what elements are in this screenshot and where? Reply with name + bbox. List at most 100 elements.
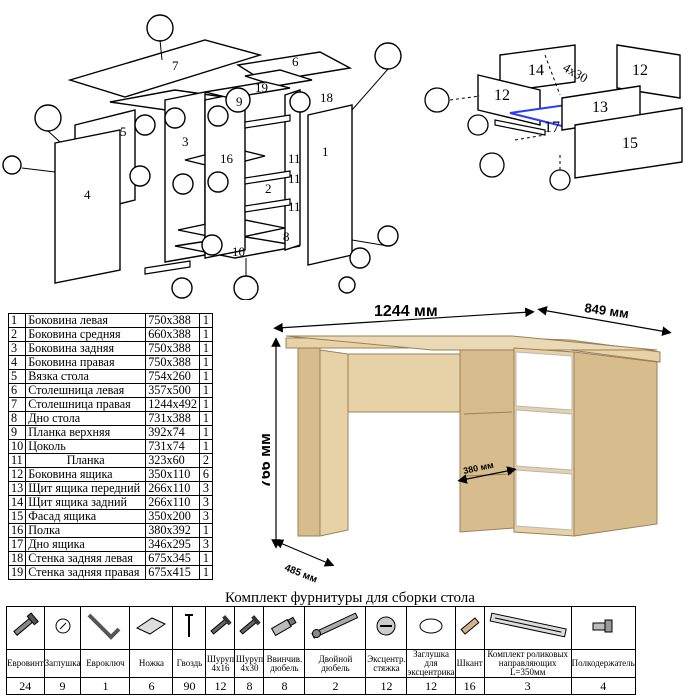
hardware-qty: 4 [570,677,636,695]
desk-pedestal-shelf-unit [459,349,515,533]
desk-top-surface [285,335,658,351]
parts-cell-size: 675x415 [145,565,200,580]
parts-cell-n: 13 [7,481,27,496]
parts-cell-size: 350x110 [145,467,200,482]
nail-icon [172,606,207,650]
drawer-panel-15 [574,107,683,179]
screw-icon [234,606,265,650]
desk-drawer-3 [515,469,573,531]
label-8: 8 [283,229,290,244]
panel-1 [307,104,353,266]
label-11c: 11 [288,199,301,214]
parts-cell-size: 266x110 [145,495,200,510]
shelf-support-icon [570,606,636,650]
panel-18 [284,89,301,251]
parts-cell-n: 10 [7,439,27,454]
parts-cell-qty: 1 [198,397,213,412]
dim-width-label: 1244 мм [374,303,438,320]
dim-line-width [273,307,535,333]
hardware-qty: 2 [304,677,367,695]
label-19: 19 [255,80,268,95]
parts-cell-qty: 1 [198,341,213,356]
exploded-assembly-drawing: 1 2 3 4 5 6 7 8 9 10 11 11 11 16 18 19 1… [2,14,683,300]
hardware-qty: 24 [6,677,45,695]
parts-cell-n: 11 [7,453,27,468]
label-11a: 11 [288,151,301,166]
parts-cell-size: 380x392 [145,523,200,538]
drawer-guide-lines [449,54,561,175]
parts-cell-name: Столешница левая [25,383,147,398]
parts-cell-size: 750x388 [145,341,200,356]
hardware-name: Двойной дюбель [304,649,367,678]
hardware-name: Заглушка для эксцентрика [406,649,456,678]
foot-icon [129,606,174,650]
parts-cell-name: Щит ящика задний [25,495,147,510]
panel-4 [54,129,121,284]
label-6: 6 [292,54,299,69]
hardware-qty: 9 [43,677,82,695]
parts-cell-n: 5 [7,369,27,384]
drawer-slide-icon [483,606,572,650]
parts-cell-qty: 1 [198,327,213,342]
parts-cell-qty: 1 [198,313,213,328]
parts-cell-size: 1244x492 [145,397,200,412]
hardware-name: Комплект роликовых направляющих L=350мм [483,649,572,678]
parts-cell-name: Боковина ящика [25,467,147,482]
parts-cell-n: 12 [7,467,27,482]
hardware-name: Ножка [129,649,174,678]
hardware-name: Заглушка [43,649,82,678]
parts-cell-size: 675x345 [145,551,200,566]
parts-cell-n: 6 [7,383,27,398]
parts-cell-n: 18 [7,551,27,566]
dim-line-depth-bottom [273,539,335,567]
label-12-right: 12 [632,62,648,79]
parts-cell-qty: 1 [198,425,213,440]
hardware-title: Комплект фурнитуры для сборки стола [225,590,475,606]
label-13: 13 [592,99,608,116]
parts-cell-qty: 3 [198,481,213,496]
parts-cell-qty: 1 [198,551,213,566]
dim-line-depth [537,306,672,336]
parts-cell-n: 19 [7,565,27,580]
screw-icon [205,606,236,650]
label-1: 1 [322,144,329,159]
hardware-name: Ввинчив. дюбель [263,649,306,678]
parts-cell-name: Дно ящика [25,537,147,552]
parts-cell-n: 4 [7,355,27,370]
parts-cell-qty: 1 [198,523,213,538]
hardware-qty: 90 [172,677,207,695]
parts-cell-qty: 1 [198,411,213,426]
parts-cell-n: 7 [7,397,27,412]
label-10: 10 [232,244,245,259]
parts-cell-qty: 3 [198,509,213,524]
label-2: 2 [265,181,272,196]
parts-cell-size: 350x200 [145,509,200,524]
parts-cell-qty: 1 [198,565,213,580]
parts-cell-qty: 1 [198,439,213,454]
hardware-qty: 3 [483,677,572,695]
dim-depth-bottom-label: 485 мм [283,563,319,586]
hardware-qty: 8 [263,677,306,695]
parts-cell-qty: 3 [198,495,213,510]
hardware-name: Шуруп 4x16 [205,649,236,678]
hardware-qty: 1 [80,677,131,695]
parts-cell-name: Боковина задняя [25,341,147,356]
parts-cell-qty: 1 [198,369,213,384]
desk-shelf-line-1 [463,411,513,415]
parts-cell-name: Боковина левая [25,313,147,328]
parts-cell-n: 9 [7,425,27,440]
parts-cell-name: Фасад ящика [25,509,147,524]
hardware-qty: 6 [129,677,174,695]
label-4: 4 [84,187,91,202]
